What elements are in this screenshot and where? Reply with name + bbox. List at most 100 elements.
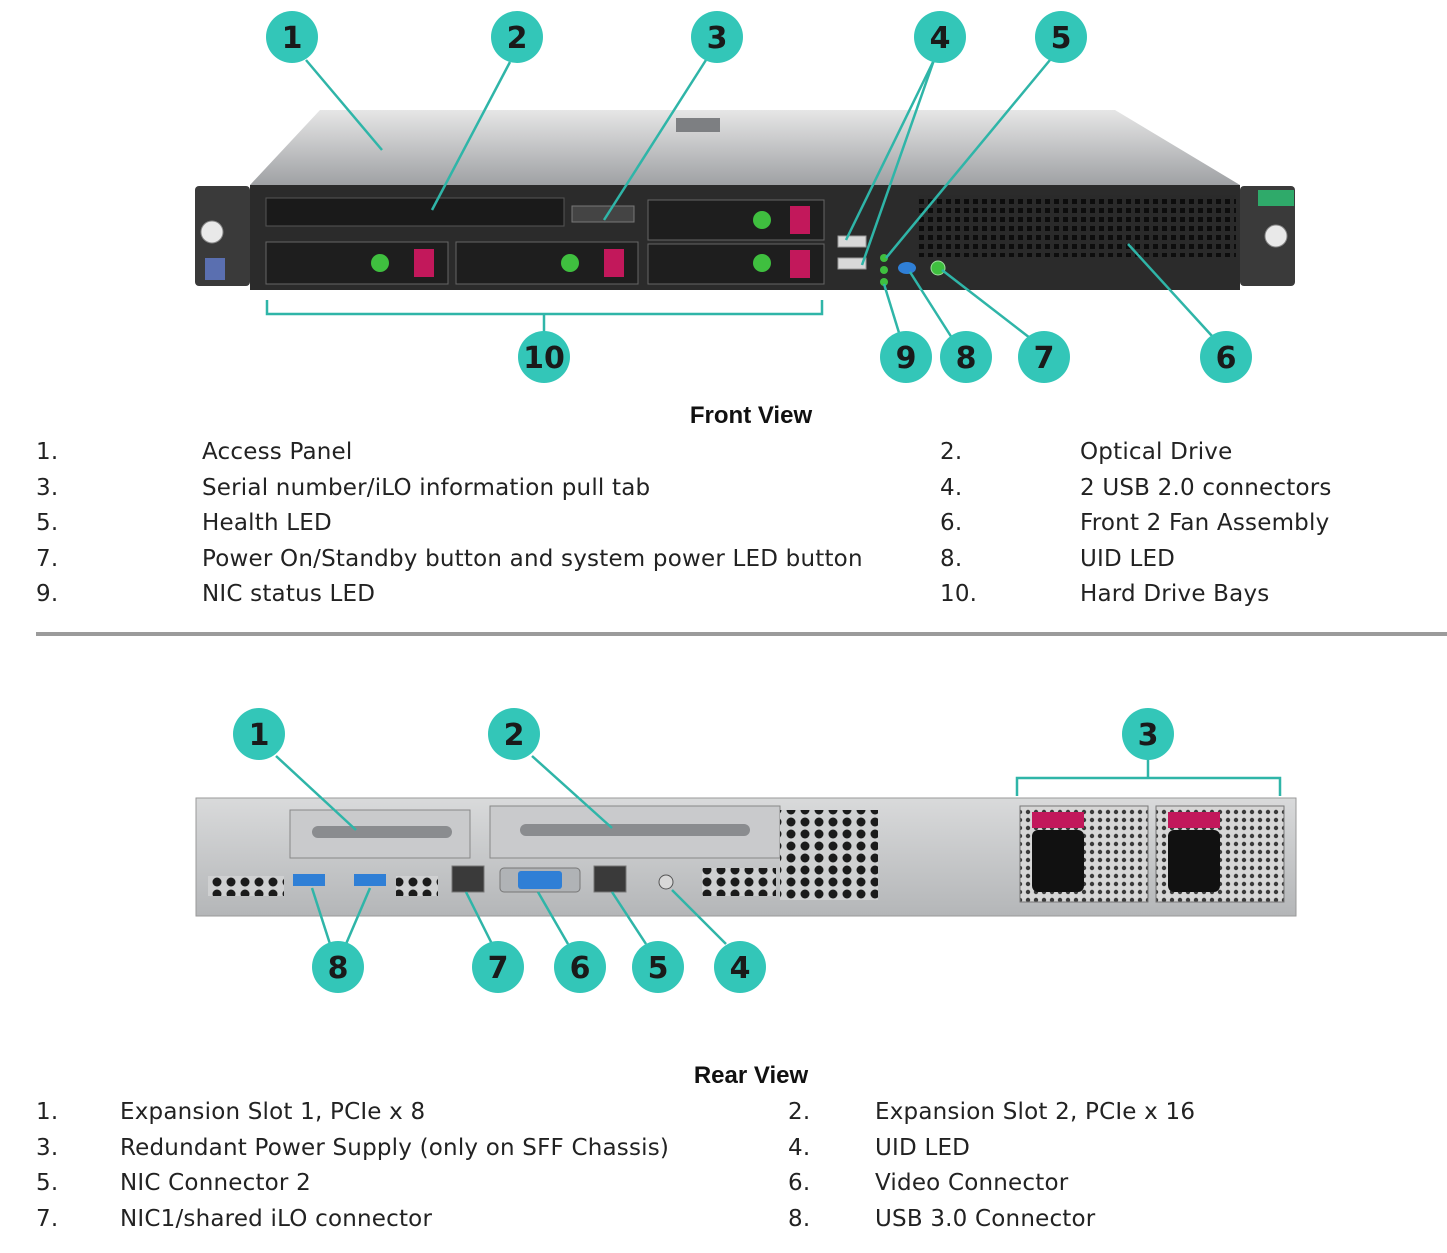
svg-text:6: 6: [1216, 341, 1237, 376]
legend-label: NIC status LED: [202, 581, 376, 607]
svg-text:4: 4: [730, 951, 751, 986]
legend-label: Video Connector: [875, 1170, 1069, 1196]
legend-label: Health LED: [202, 510, 332, 536]
legend-label: Serial number/iLO information pull tab: [202, 475, 651, 501]
hpe-logo-badge: [1258, 190, 1294, 206]
rear-uid-led-icon: [658, 874, 674, 890]
fan-grille: [918, 195, 1236, 257]
svg-text:3: 3: [1138, 718, 1159, 753]
legend-number: 8.: [940, 546, 963, 572]
nic1-port: [451, 865, 485, 893]
legend-label: NIC1/shared iLO connector: [120, 1206, 433, 1232]
power-button-icon: [930, 260, 946, 276]
front-server-illustration: [195, 110, 1295, 290]
legend-number: 2.: [940, 439, 963, 465]
legend-label: Hard Drive Bays: [1080, 581, 1270, 607]
drive-led-icon: [371, 254, 389, 272]
drive-led-icon: [753, 211, 771, 229]
front-callout-8: 8: [940, 331, 992, 383]
legend-number: 3.: [36, 1135, 59, 1161]
legend-number: 5.: [36, 1170, 59, 1196]
legend-label: Front 2 Fan Assembly: [1080, 510, 1330, 536]
legend-number: 1.: [36, 439, 59, 465]
left-ear-screw: [200, 220, 224, 244]
front-callout-9: 9: [880, 331, 932, 383]
drive-release-handle: [790, 250, 810, 278]
svg-text:5: 5: [1051, 21, 1072, 56]
nic-led-icon: [880, 278, 888, 286]
svg-text:2: 2: [507, 21, 528, 56]
ac-inlet-icon: [1168, 830, 1220, 892]
power-supply-2: [1155, 805, 1285, 903]
drive-bay-1: [265, 241, 449, 285]
rear-callouts: 1 2 3 8 7 6 5 4: [233, 708, 1174, 993]
intel-badge: [205, 258, 225, 280]
serial-pull-tab: [571, 205, 635, 223]
rear-callout-7: 7: [472, 941, 524, 993]
legend-label: Power On/Standby button and system power…: [202, 546, 863, 572]
legend-number: 4.: [940, 475, 963, 501]
legend-label: 2 USB 2.0 connectors: [1080, 475, 1332, 501]
legend-label: UID LED: [875, 1135, 971, 1161]
rear-leader-lines: [275, 755, 1282, 945]
svg-text:6: 6: [570, 951, 591, 986]
legend-number: 10.: [940, 581, 978, 607]
drive-release-handle: [604, 249, 624, 277]
legend-label: Optical Drive: [1080, 439, 1233, 465]
rear-mid-vent: [396, 876, 438, 896]
legend-label: USB 3.0 Connector: [875, 1206, 1096, 1232]
usb3-port-1: [293, 874, 325, 886]
rear-callout-1: 1: [233, 708, 285, 760]
psu-release-latch: [1168, 812, 1220, 828]
rear-vent: [780, 810, 878, 900]
front-callout-2: 2: [491, 11, 543, 63]
power-supply-1: [1019, 805, 1149, 903]
rear-view-title: Rear View: [693, 1062, 809, 1089]
rear-right-vent: [702, 868, 776, 896]
right-ear-screw: [1264, 224, 1288, 248]
legend-number: 9.: [36, 581, 59, 607]
slot-1-bracket: [312, 826, 452, 838]
svg-text:2: 2: [504, 718, 525, 753]
section-divider: [36, 632, 1447, 636]
usb2-port-2: [837, 257, 867, 270]
psu-release-latch: [1032, 812, 1084, 828]
front-callout-6: 6: [1200, 331, 1252, 383]
svg-text:7: 7: [1034, 341, 1055, 376]
usb2-port-1: [837, 235, 867, 248]
legend-label: UID LED: [1080, 546, 1176, 572]
drive-bay-3: [647, 199, 825, 241]
svg-text:1: 1: [249, 718, 270, 753]
access-panel-lid: [250, 110, 1240, 185]
front-leader-lines: [265, 59, 1213, 339]
svg-text:7: 7: [488, 951, 509, 986]
rear-server-illustration: [195, 797, 1297, 917]
legend-label: NIC Connector 2: [120, 1170, 311, 1196]
legend-number: 7.: [36, 546, 59, 572]
legend-number: 2.: [788, 1099, 811, 1125]
front-callout-10: 10: [518, 331, 570, 383]
lid-label-plate: [676, 118, 720, 132]
svg-text:8: 8: [328, 951, 349, 986]
rear-callout-4: 4: [714, 941, 766, 993]
legend-number: 7.: [36, 1206, 59, 1232]
legend-number: 6.: [940, 510, 963, 536]
drive-bay-4: [647, 243, 825, 285]
front-callout-7: 7: [1018, 331, 1070, 383]
rear-callout-8: 8: [312, 941, 364, 993]
drive-led-icon: [753, 254, 771, 272]
drive-release-handle: [414, 249, 434, 277]
front-callout-1: 1: [266, 11, 318, 63]
vga-port-icon: [518, 871, 562, 889]
legend-number: 4.: [788, 1135, 811, 1161]
drive-bay-2: [455, 241, 639, 285]
front-callout-3: 3: [691, 11, 743, 63]
legend-number: 8.: [788, 1206, 811, 1232]
legend-number: 3.: [36, 475, 59, 501]
front-callouts: 1 2 3 4 5 10 9 8 7 6: [266, 11, 1252, 383]
health-led-icon: [880, 254, 888, 262]
slot-2-bracket: [520, 824, 750, 836]
svg-text:9: 9: [896, 341, 917, 376]
legend-label: Expansion Slot 1, PCIe x 8: [120, 1099, 426, 1125]
usb3-port-2: [354, 874, 386, 886]
